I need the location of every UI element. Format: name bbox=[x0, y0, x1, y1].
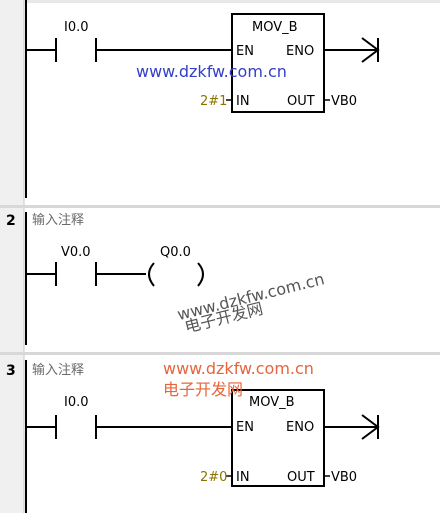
box-en: EN bbox=[236, 44, 254, 59]
box-in: IN bbox=[236, 470, 250, 485]
mov-b-box[interactable]: MOV_B EN ENO IN OUT bbox=[231, 13, 325, 113]
box-eno: ENO bbox=[286, 420, 314, 435]
box-name: MOV_B bbox=[249, 395, 295, 410]
contact-no[interactable]: V0.0 bbox=[55, 245, 97, 286]
box-out: OUT bbox=[287, 94, 315, 109]
output-coil[interactable]: Q0.0 bbox=[148, 245, 204, 287]
out-value[interactable]: VB0 bbox=[331, 94, 357, 109]
contact-address: I0.0 bbox=[64, 20, 89, 35]
box-en: EN bbox=[236, 420, 254, 435]
box-in: IN bbox=[236, 94, 250, 109]
box-out: OUT bbox=[287, 470, 315, 485]
in-value[interactable]: 2#0 bbox=[200, 470, 227, 485]
watermark-url: www.dzkfw.com.cn bbox=[136, 62, 287, 81]
coil-address: Q0.0 bbox=[160, 245, 191, 260]
network-2[interactable]: 2 输入注释 V0.0 Q0.0 bbox=[6, 212, 204, 345]
contact-address: V0.0 bbox=[61, 245, 91, 260]
network-gutter bbox=[0, 0, 24, 513]
network-separator bbox=[0, 205, 440, 208]
network-number: 2 bbox=[6, 213, 16, 229]
contact-no[interactable]: I0.0 bbox=[55, 395, 97, 439]
contact-address: I0.0 bbox=[64, 395, 89, 410]
contact-no[interactable]: I0.0 bbox=[55, 20, 97, 62]
box-name: MOV_B bbox=[252, 20, 298, 35]
network-comment[interactable]: 输入注释 bbox=[32, 212, 84, 228]
in-value[interactable]: 2#1 bbox=[200, 94, 227, 109]
out-value[interactable]: VB0 bbox=[331, 470, 357, 485]
network-number: 3 bbox=[6, 363, 16, 379]
box-eno: ENO bbox=[286, 44, 314, 59]
watermark-url-orange: www.dzkfw.com.cn bbox=[163, 359, 314, 378]
network-comment[interactable]: 输入注释 bbox=[32, 362, 84, 378]
mov-b-box[interactable]: MOV_B EN ENO IN OUT bbox=[231, 389, 325, 487]
network-3[interactable]: 3 输入注释 I0.0 MOV_B EN ENO IN OUT 2#0 VB0 bbox=[6, 360, 380, 513]
watermark-cn-orange: 电子开发网 bbox=[163, 380, 243, 399]
network-separator bbox=[0, 352, 440, 355]
network-1[interactable]: I0.0 MOV_B EN ENO IN OUT 2#1 VB0 bbox=[25, 0, 440, 198]
